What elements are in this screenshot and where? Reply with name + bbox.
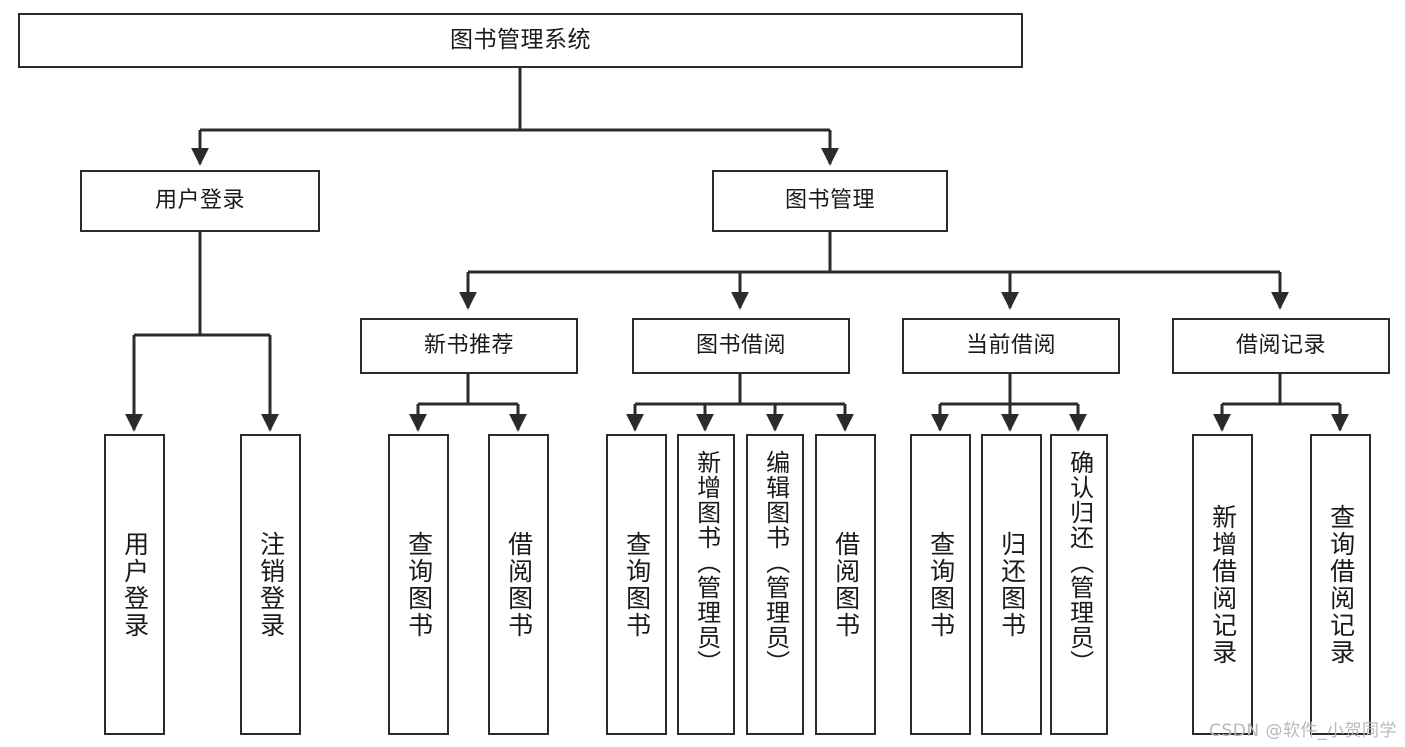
node-current-borrow[interactable]: 当前借阅 <box>902 318 1120 374</box>
node-leaf-borrow-book-1[interactable]: 借阅图书 <box>488 434 549 735</box>
node-borrow-record-label: 借阅记录 <box>1235 333 1326 359</box>
node-leaf-borrow-book-2-label: 借阅图书 <box>831 530 861 639</box>
node-leaf-query-book-1-label: 查询图书 <box>404 530 434 639</box>
node-new-book-recommend-label: 新书推荐 <box>423 333 514 359</box>
node-leaf-add-record-label: 新增借阅记录 <box>1208 503 1238 666</box>
node-book-borrow[interactable]: 图书借阅 <box>632 318 850 374</box>
node-book-borrow-label: 图书借阅 <box>695 333 786 359</box>
node-borrow-record[interactable]: 借阅记录 <box>1172 318 1390 374</box>
node-leaf-query-book-2[interactable]: 查询图书 <box>606 434 667 735</box>
node-book-manage[interactable]: 图书管理 <box>712 170 948 232</box>
node-user-login[interactable]: 用户登录 <box>80 170 320 232</box>
node-leaf-query-record[interactable]: 查询借阅记录 <box>1310 434 1371 735</box>
node-root-label: 图书管理系统 <box>450 26 591 53</box>
watermark: CSDN @软件_小贺同学 <box>1209 721 1397 741</box>
node-leaf-query-book-3[interactable]: 查询图书 <box>910 434 971 735</box>
node-leaf-user-login[interactable]: 用户登录 <box>104 434 165 735</box>
node-leaf-borrow-book-2[interactable]: 借阅图书 <box>815 434 876 735</box>
node-leaf-add-book[interactable]: 新增图书（管理员） <box>677 434 735 735</box>
node-new-book-recommend[interactable]: 新书推荐 <box>360 318 578 374</box>
node-leaf-borrow-book-1-label: 借阅图书 <box>504 530 534 639</box>
node-book-manage-label: 图书管理 <box>784 188 875 214</box>
node-leaf-confirm-return-label: 确认归还（管理员） <box>1065 450 1094 675</box>
node-leaf-query-book-1[interactable]: 查询图书 <box>388 434 449 735</box>
node-leaf-return-book-label: 归还图书 <box>997 530 1027 639</box>
node-user-login-label: 用户登录 <box>154 188 245 214</box>
node-leaf-confirm-return[interactable]: 确认归还（管理员） <box>1050 434 1108 735</box>
node-root[interactable]: 图书管理系统 <box>18 13 1023 68</box>
node-leaf-edit-book[interactable]: 编辑图书（管理员） <box>746 434 804 735</box>
node-leaf-logout-label: 注销登录 <box>256 530 286 639</box>
node-leaf-user-login-label: 用户登录 <box>120 530 150 639</box>
node-current-borrow-label: 当前借阅 <box>965 333 1056 359</box>
node-leaf-add-book-label: 新增图书（管理员） <box>692 450 721 675</box>
node-leaf-query-book-2-label: 查询图书 <box>622 530 652 639</box>
node-leaf-logout[interactable]: 注销登录 <box>240 434 301 735</box>
node-leaf-return-book[interactable]: 归还图书 <box>981 434 1042 735</box>
node-leaf-query-record-label: 查询借阅记录 <box>1326 503 1356 666</box>
node-leaf-add-record[interactable]: 新增借阅记录 <box>1192 434 1253 735</box>
node-leaf-edit-book-label: 编辑图书（管理员） <box>761 450 790 675</box>
node-leaf-query-book-3-label: 查询图书 <box>926 530 956 639</box>
